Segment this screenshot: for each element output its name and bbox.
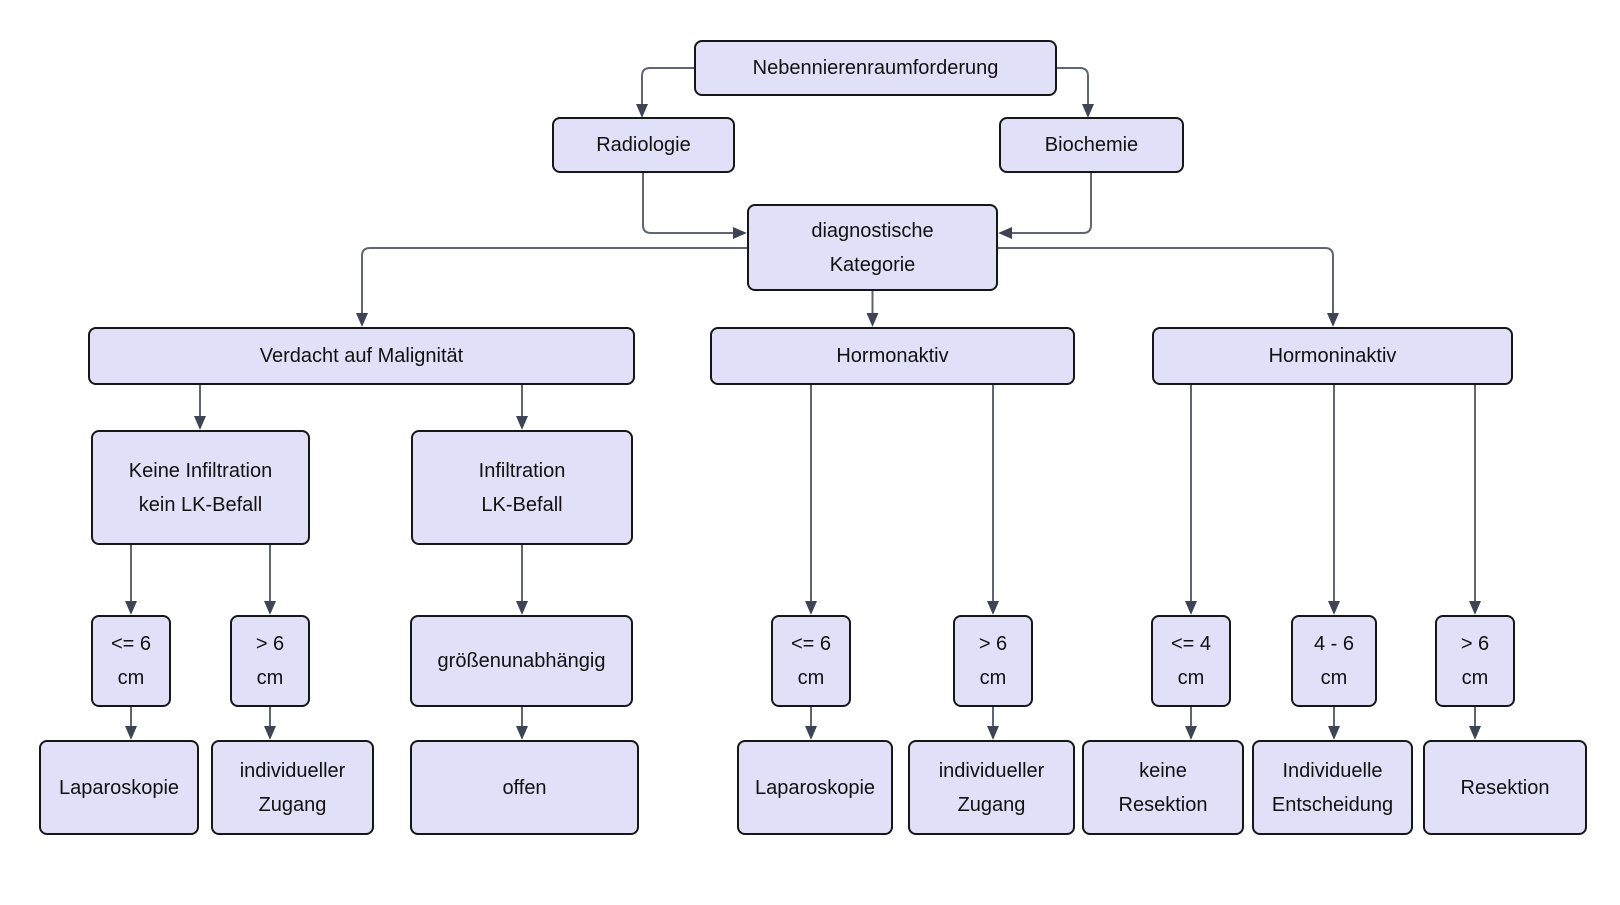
node-hormoninaktiv: Hormoninaktiv <box>1152 327 1513 385</box>
node-label: größenunabhängig <box>437 650 606 672</box>
edge-root-biochemie <box>1057 67 1095 118</box>
node-laparoskopie-hormonaktiv: Laparoskopie <box>737 740 893 835</box>
node-label: > 6 cm <box>978 633 1008 689</box>
node-label: > 6 cm <box>255 633 285 689</box>
node-label: Infiltration LK-Befall <box>478 459 566 516</box>
node-verdacht-auf-malignitaet: Verdacht auf Malignität <box>88 327 635 385</box>
edge-radiologie-diagkat <box>642 173 747 240</box>
node-individuelle-entscheidung: Individuelle Entscheidung <box>1252 740 1413 835</box>
node-label: Hormoninaktiv <box>1268 345 1397 367</box>
node-label: Keine Infiltration kein LK-Befall <box>128 459 273 516</box>
node-label: individueller Zugang <box>239 759 346 816</box>
node-le-6-cm-malignitaet: <= 6 cm <box>91 615 171 707</box>
node-gt-6-cm-hormonaktiv: > 6 cm <box>953 615 1033 707</box>
node-label: Hormonaktiv <box>836 345 949 367</box>
node-hormonaktiv: Hormonaktiv <box>710 327 1075 385</box>
node-infiltration: Infiltration LK-Befall <box>411 430 633 545</box>
node-label: Resektion <box>1460 776 1550 799</box>
node-laparoskopie-malignitaet: Laparoskopie <box>39 740 199 835</box>
node-groessenunabhaengig: größenunabhängig <box>410 615 633 707</box>
node-label: Individuelle Entscheidung <box>1271 759 1394 816</box>
node-label: Nebennierenraumforderung <box>752 57 999 79</box>
node-le-6-cm-hormonaktiv: <= 6 cm <box>771 615 851 707</box>
node-individueller-zugang-hormonaktiv: individueller Zugang <box>908 740 1075 835</box>
node-label: keine Resektion <box>1118 759 1208 816</box>
node-label: individueller Zugang <box>938 759 1045 816</box>
node-offen: offen <box>410 740 639 835</box>
edge-diagkat-verdacht <box>355 247 747 327</box>
node-keine-infiltration: Keine Infiltration kein LK-Befall <box>91 430 310 545</box>
node-4-6-cm-hormoninaktiv: 4 - 6 cm <box>1291 615 1377 707</box>
node-label: 4 - 6 cm <box>1313 633 1355 689</box>
node-nebennierenraumforderung: Nebennierenraumforderung <box>694 40 1057 96</box>
node-label: <= 6 cm <box>790 633 832 689</box>
node-label: <= 6 cm <box>110 633 152 689</box>
node-gt-6-cm-malignitaet: > 6 cm <box>230 615 310 707</box>
node-resektion: Resektion <box>1423 740 1587 835</box>
edge-diagkat-hormoninaktiv <box>998 247 1340 327</box>
node-label: Biochemie <box>1044 134 1139 156</box>
node-label: <= 4 cm <box>1170 633 1212 689</box>
node-label: Verdacht auf Malignität <box>259 345 464 367</box>
node-label: Laparoskopie <box>58 776 180 799</box>
node-label: Radiologie <box>596 134 691 156</box>
node-label: offen <box>502 776 547 799</box>
node-diagnostische-kategorie: diagnostische Kategorie <box>747 204 998 291</box>
node-individueller-zugang-malignitaet: individueller Zugang <box>211 740 374 835</box>
node-label: Laparoskopie <box>754 776 876 799</box>
node-label: > 6 cm <box>1460 633 1490 689</box>
edge-root-radiologie <box>635 67 694 118</box>
node-gt-6-cm-hormoninaktiv: > 6 cm <box>1435 615 1515 707</box>
edge-biochemie-diagkat <box>998 173 1092 240</box>
node-le-4-cm-hormoninaktiv: <= 4 cm <box>1151 615 1231 707</box>
node-label: diagnostische Kategorie <box>811 219 934 276</box>
node-keine-resektion: keine Resektion <box>1082 740 1244 835</box>
node-biochemie: Biochemie <box>999 117 1184 173</box>
node-radiologie: Radiologie <box>552 117 735 173</box>
